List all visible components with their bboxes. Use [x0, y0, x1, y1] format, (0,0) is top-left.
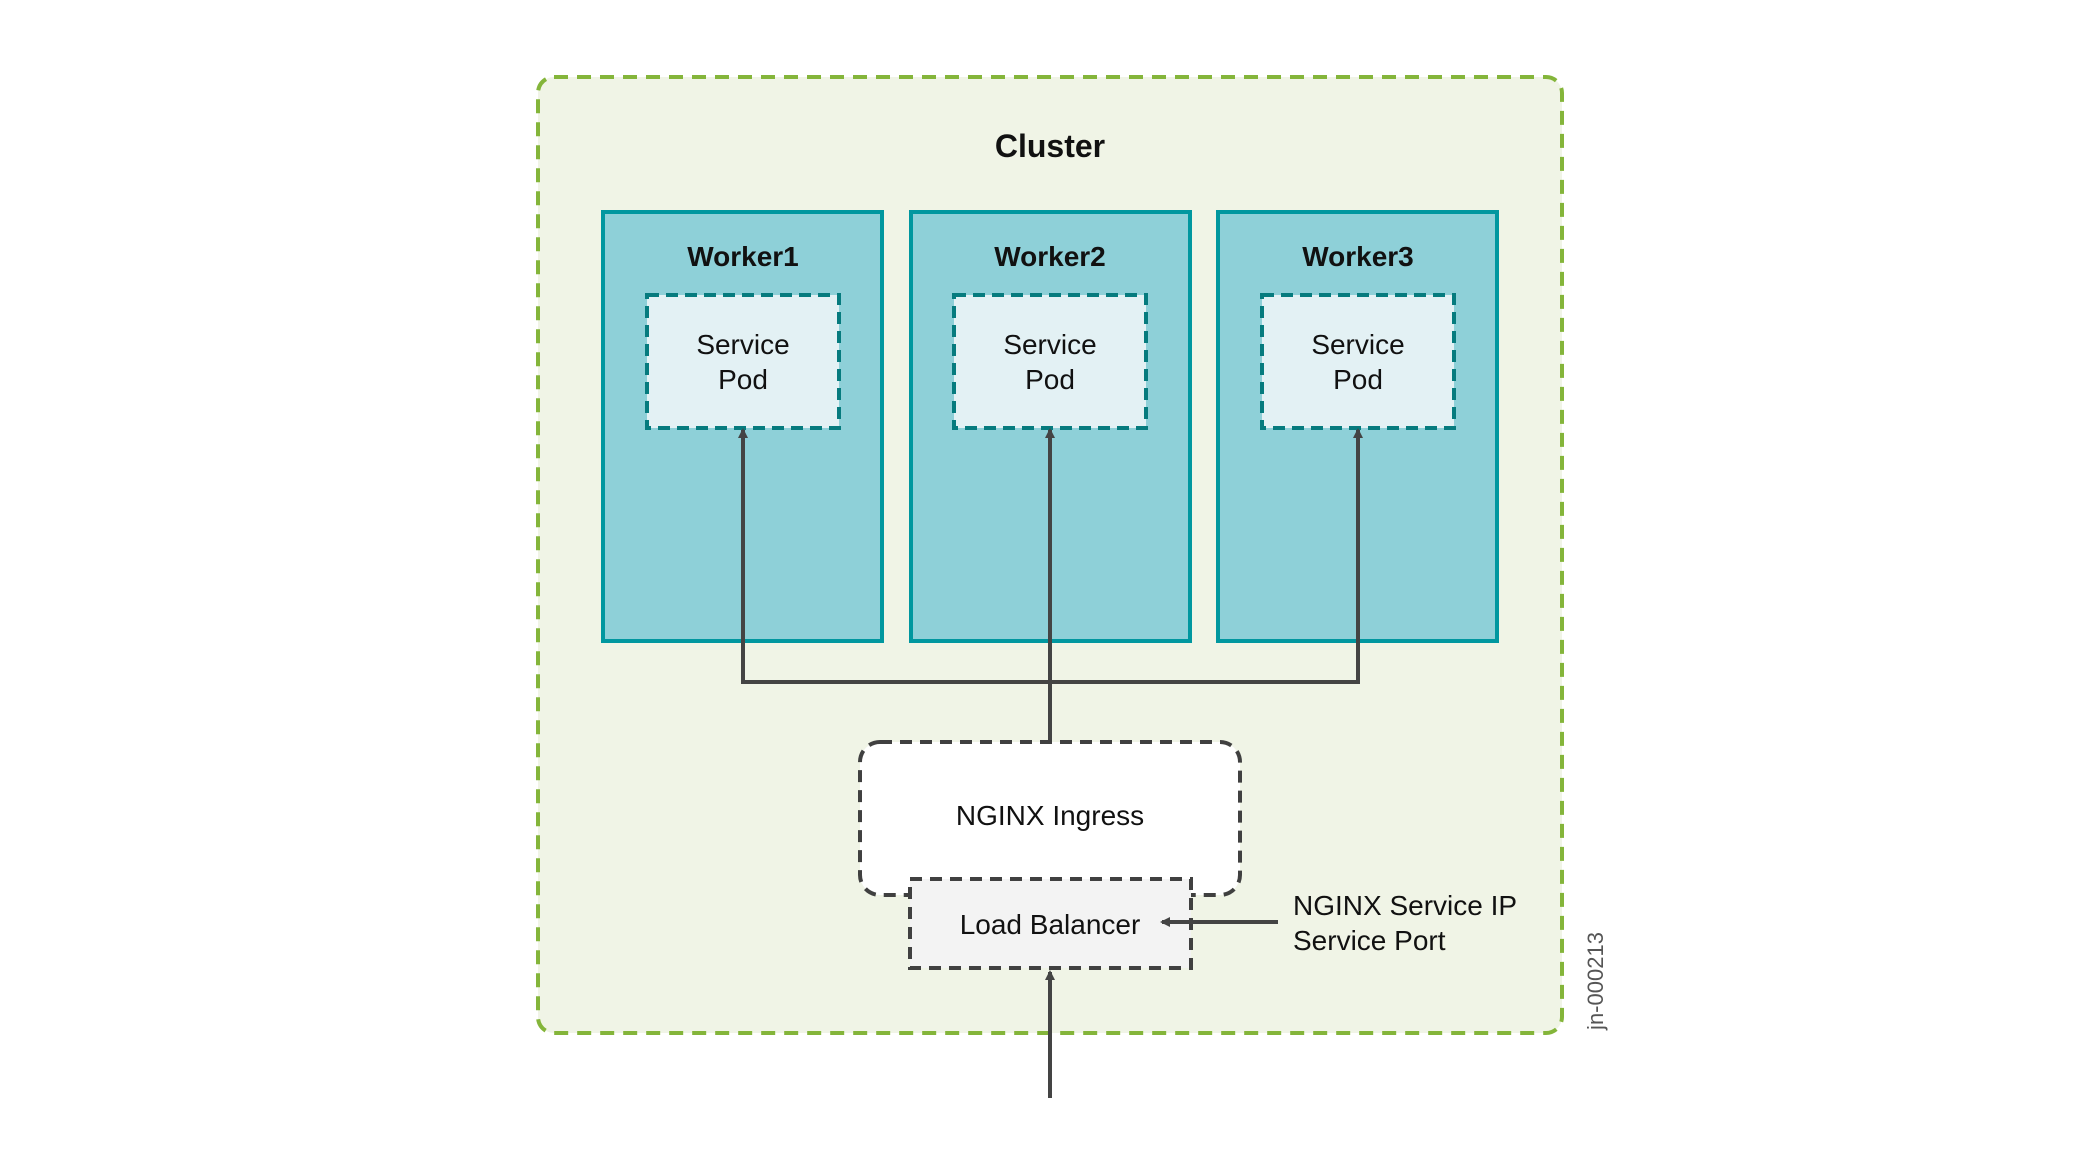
service-pod: Service Pod	[952, 293, 1148, 430]
service-ip-annotation: NGINX Service IP Service Port	[1160, 890, 1517, 956]
cluster-title: Cluster	[995, 128, 1105, 164]
nginx-ingress: NGINX Ingress	[858, 740, 1242, 897]
service-pod-label-line1: Service	[1003, 329, 1096, 360]
service-pod-label-line2: Pod	[718, 364, 768, 395]
nginx-ingress-label: NGINX Ingress	[956, 800, 1144, 831]
service-pod: Service Pod	[645, 293, 841, 430]
service-pod-box	[1260, 293, 1456, 430]
service-pod-box	[952, 293, 1148, 430]
service-port-label: Service Port	[1293, 925, 1446, 956]
load-balancer: Load Balancer	[908, 877, 1193, 970]
service-pod-label-line1: Service	[1311, 329, 1404, 360]
service-pod-label-line2: Pod	[1025, 364, 1075, 395]
routing-connectors	[738, 428, 1363, 741]
service-pod-label-line2: Pod	[1333, 364, 1383, 395]
worker-label: Worker2	[994, 241, 1106, 272]
worker-label: Worker3	[1302, 241, 1414, 272]
service-pod: Service Pod	[1260, 293, 1456, 430]
figure-id: jn-000213	[1583, 932, 1608, 1031]
load-balancer-label: Load Balancer	[960, 909, 1141, 940]
service-pod-label-line1: Service	[696, 329, 789, 360]
service-pod-box	[645, 293, 841, 430]
worker-node: Worker1 Service Pod	[601, 210, 884, 643]
service-ip-label: NGINX Service IP	[1293, 890, 1517, 921]
load-balancer-box	[908, 877, 1193, 970]
worker-label: Worker1	[687, 241, 799, 272]
